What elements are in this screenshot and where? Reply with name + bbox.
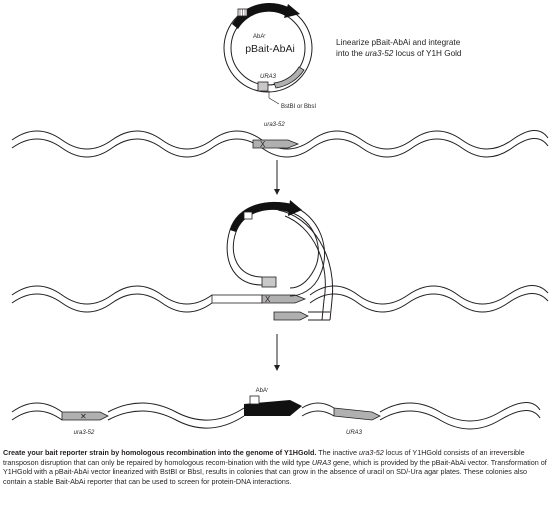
plasmid-name: pBait-AbAi	[245, 43, 295, 55]
integrated-left-label: ura3-52	[74, 430, 95, 436]
loop-ura3-block	[273, 311, 309, 321]
step1-description-line2: into the ura3-52 locus of Y1H Gold	[336, 49, 462, 58]
loop-small-box	[261, 276, 277, 288]
chromosome-locus-label: ura3-52	[264, 122, 285, 128]
chromosome-ura3-52: X ura3-52	[11, 122, 549, 158]
step1-description: Linearize pBait-AbAi and integrate	[336, 38, 461, 47]
chromosome-x-mark: X	[260, 140, 266, 149]
integrated-abar-label: AbAr	[256, 386, 269, 394]
svg-text:✕: ✕	[80, 412, 87, 421]
recombination-x-mark: X	[265, 295, 271, 304]
recombination-locus-block	[261, 294, 307, 304]
plasmid-pbait-abai: AbAr pBait-AbAi URA3 BstBI or BbsI	[223, 2, 316, 110]
plasmid-ura3-label: URA3	[260, 74, 277, 80]
ura3-gene-block	[273, 66, 305, 89]
svg-text:AbAr: AbAr	[253, 32, 266, 40]
ura3-52-locus-block	[252, 139, 300, 149]
abar-gene-block	[232, 2, 290, 29]
integrated-chromosome: ✕ AbAr ura3-52 URA3	[11, 386, 541, 436]
plasmid-small-box	[257, 81, 269, 92]
recombination-intermediate: X	[11, 200, 549, 321]
integrated-ura3-block	[333, 407, 381, 421]
loop-abar-block	[230, 201, 292, 232]
cut-site-label: BstBI or BbsI	[281, 104, 316, 110]
integrated-right-label: URA3	[346, 430, 363, 436]
figure-caption: Create your bait reporter strain by homo…	[3, 448, 547, 486]
recombination-diagram: AbAr pBait-AbAi URA3 BstBI or BbsI Linea…	[11, 2, 549, 436]
